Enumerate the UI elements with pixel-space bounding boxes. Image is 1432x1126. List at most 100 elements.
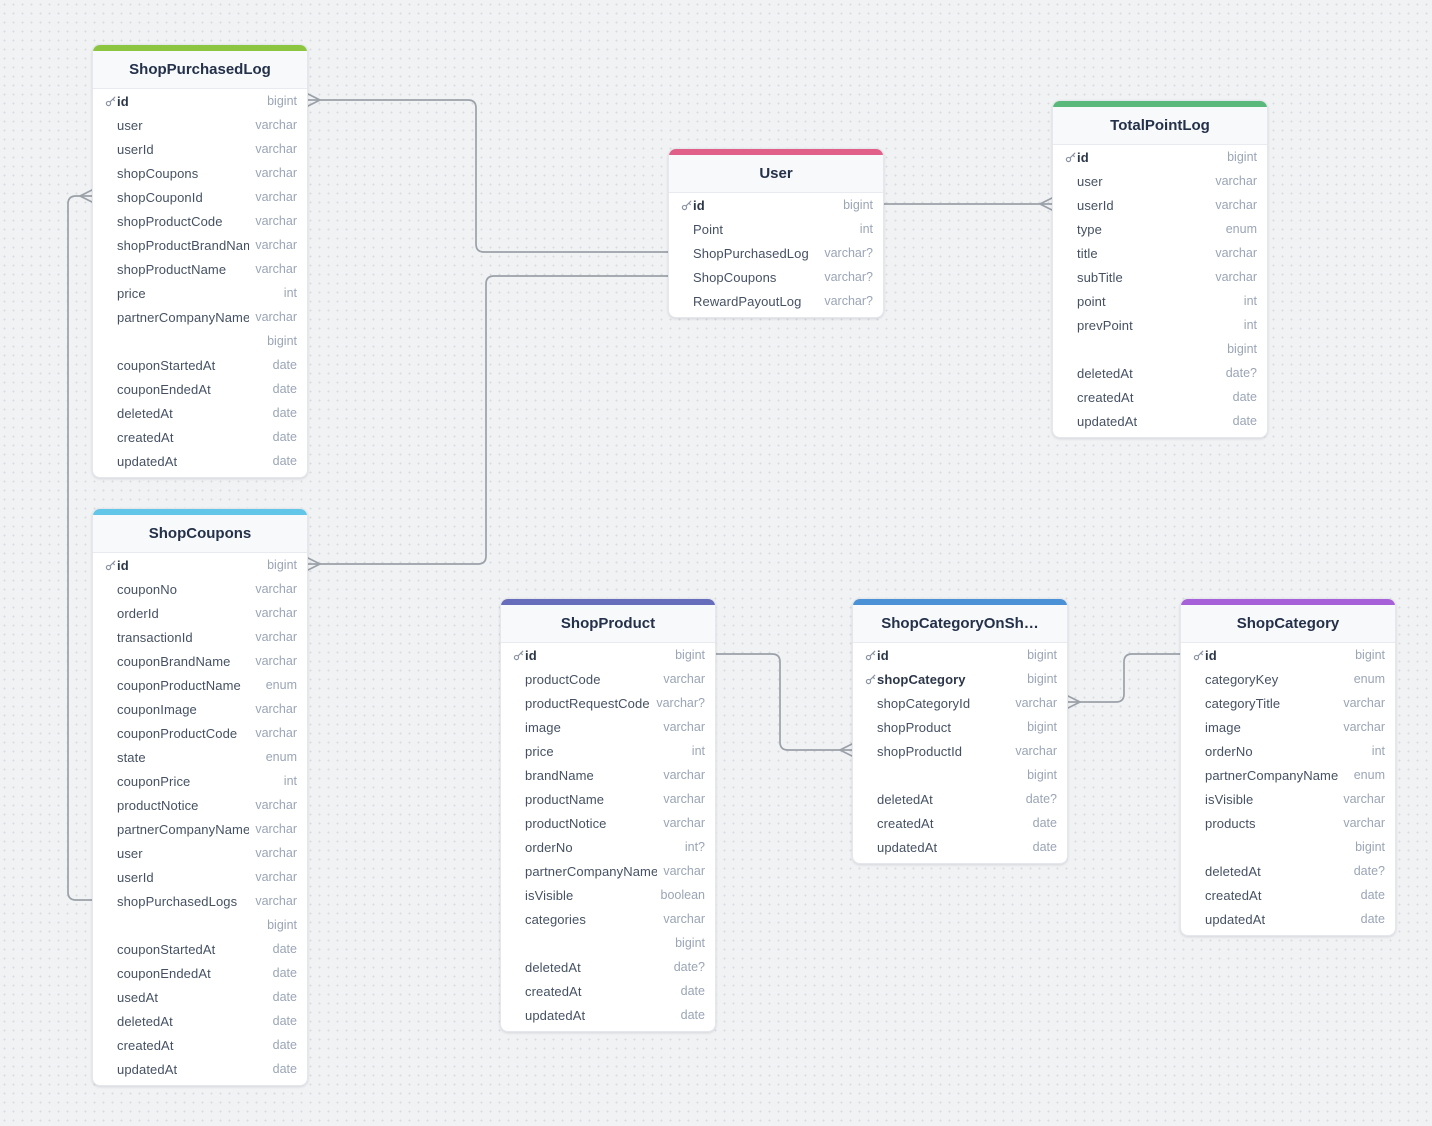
field-row[interactable]: bigint (93, 329, 307, 353)
table-header[interactable]: ShopPurchasedLog (93, 51, 307, 89)
field-row[interactable]: bigint (853, 763, 1067, 787)
field-row[interactable]: bigint (1181, 835, 1395, 859)
field-row[interactable]: bigint (1053, 337, 1267, 361)
relationship-connector[interactable] (715, 653, 853, 757)
field-row[interactable]: bigint (93, 913, 307, 937)
relationship-connector[interactable] (67, 189, 93, 901)
relationship-connector[interactable] (883, 197, 1053, 211)
table-header[interactable]: ShopCategoryOnSh… (853, 605, 1067, 643)
table-header[interactable]: TotalPointLog (1053, 107, 1267, 145)
table-header[interactable]: ShopCoupons (93, 515, 307, 553)
relationship-connector[interactable] (1067, 653, 1181, 709)
table-header[interactable]: User (669, 155, 883, 193)
relationship-connector[interactable] (307, 275, 669, 571)
table-header[interactable]: ShopCategory (1181, 605, 1395, 643)
field-row[interactable]: bigint (501, 931, 715, 955)
relationship-connector[interactable] (307, 93, 669, 253)
table-header[interactable]: ShopProduct (501, 605, 715, 643)
